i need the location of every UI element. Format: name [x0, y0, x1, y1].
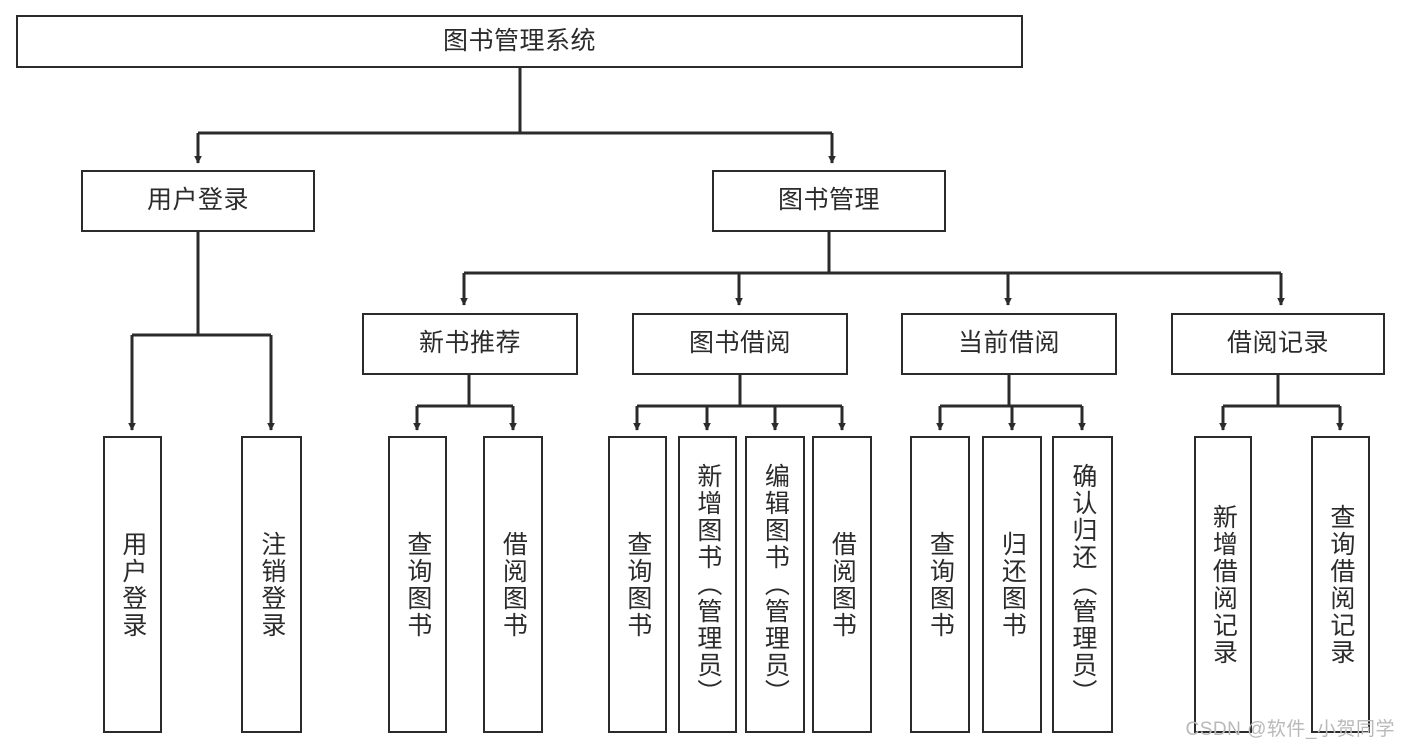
leaf-add-book-admin[interactable]: 新增图书（管理员） [678, 436, 737, 733]
leaf-logout-login[interactable]: 注销登录 [241, 436, 302, 733]
leaf-borrow-book-recommend[interactable]: 借阅图书 [483, 436, 543, 733]
node-label: 图书管理系统 [442, 26, 596, 55]
node-label: 用户登录 [146, 186, 249, 215]
node-current-borrow[interactable]: 当前借阅 [901, 313, 1117, 375]
node-label: 图书借阅 [688, 329, 791, 358]
node-label: 借阅记录 [1226, 329, 1329, 358]
leaf-query-book-recommend[interactable]: 查询图书 [388, 436, 447, 733]
node-label: 归还图书 [998, 530, 1027, 639]
node-book-management[interactable]: 图书管理 [712, 170, 946, 232]
node-label: 借阅图书 [499, 530, 528, 639]
node-label: 确认归还（管理员） [1068, 463, 1097, 706]
leaf-borrow-book[interactable]: 借阅图书 [812, 436, 872, 733]
node-label: 新增借阅记录 [1209, 503, 1238, 666]
leaf-query-book-current[interactable]: 查询图书 [910, 436, 970, 733]
node-label: 查询图书 [926, 530, 955, 639]
node-label: 新书推荐 [418, 329, 521, 358]
leaf-edit-book-admin[interactable]: 编辑图书（管理员） [745, 436, 805, 733]
node-root-book-management-system[interactable]: 图书管理系统 [16, 15, 1023, 68]
node-new-book-recommend[interactable]: 新书推荐 [362, 313, 578, 375]
node-label: 编辑图书（管理员） [761, 463, 790, 706]
node-label: 查询图书 [403, 530, 432, 639]
node-user-login[interactable]: 用户登录 [81, 170, 315, 232]
node-label: 当前借阅 [957, 329, 1060, 358]
leaf-add-borrow-record[interactable]: 新增借阅记录 [1194, 436, 1252, 733]
node-label: 借阅图书 [828, 530, 857, 639]
leaf-query-borrow-record[interactable]: 查询借阅记录 [1311, 436, 1370, 733]
node-book-borrow[interactable]: 图书借阅 [632, 313, 848, 375]
node-label: 注销登录 [257, 530, 286, 639]
node-label: 用户登录 [118, 530, 147, 639]
leaf-query-book-borrow[interactable]: 查询图书 [608, 436, 667, 733]
node-label: 查询借阅记录 [1326, 503, 1355, 666]
watermark: CSDN @软件_小贺同学 [1185, 719, 1395, 740]
node-label: 查询图书 [623, 530, 652, 639]
node-borrow-record[interactable]: 借阅记录 [1171, 313, 1385, 375]
leaf-return-book[interactable]: 归还图书 [982, 436, 1042, 733]
node-label: 图书管理 [777, 186, 880, 215]
leaf-confirm-return-admin[interactable]: 确认归还（管理员） [1052, 436, 1113, 733]
leaf-user-login[interactable]: 用户登录 [103, 436, 162, 733]
node-label: 新增图书（管理员） [693, 463, 722, 706]
